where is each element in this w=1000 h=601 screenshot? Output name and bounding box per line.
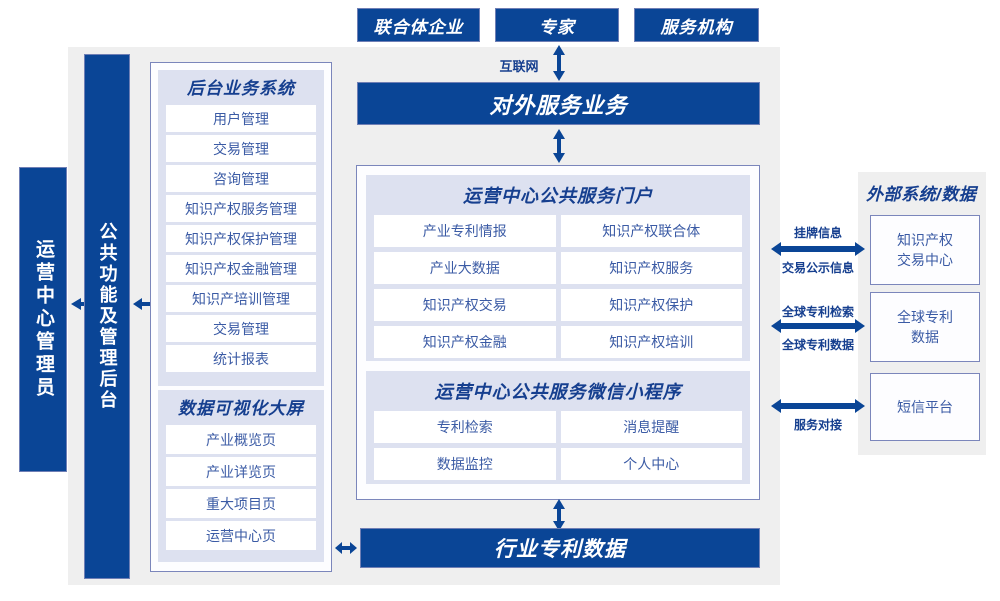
portal-item-3[interactable]: 知识产权服务 (560, 252, 742, 284)
backend-system-item-0[interactable]: 用户管理 (166, 105, 316, 132)
portal-item-0[interactable]: 产业专利情报 (374, 215, 556, 247)
backend-system-item-3[interactable]: 知识产权服务管理 (166, 195, 316, 222)
data-visual-screen-item-0[interactable]: 产业概览页 (166, 425, 316, 454)
data-visual-screen-item-1[interactable]: 产业详览页 (166, 457, 316, 486)
external-card-2[interactable]: 短信平台 (870, 373, 980, 441)
portal-item-5[interactable]: 知识产权保护 (560, 289, 742, 321)
external-card-0[interactable]: 知识产权 交易中心 (870, 215, 980, 285)
backend-system-item-6[interactable]: 知识产培训管理 (166, 285, 316, 312)
public-function-admin-backend-label: 公共功能及管理后台 (97, 222, 118, 411)
top-actor-box-2[interactable]: 服务机构 (634, 8, 759, 42)
portal-panel: 运营中心公共服务门户 产业专利情报知识产权联合体产业大数据知识产权服务知识产权交… (366, 175, 750, 361)
top-actor-box-0[interactable]: 联合体企业 (357, 8, 480, 42)
portal-industry-arrow (550, 498, 568, 532)
miniprogram-item-0[interactable]: 专利检索 (374, 411, 556, 443)
data-visual-screen-list: 产业概览页产业详览页重大项目页运营中心页 (166, 425, 316, 550)
backend-system-panel: 后台业务系统 用户管理交易管理咨询管理知识产权服务管理知识产权保护管理知识产权金… (158, 70, 324, 386)
external-link-arrow-1 (770, 317, 866, 335)
external-card-label: 知识产权 交易中心 (897, 232, 953, 268)
miniprogram-item-3[interactable]: 个人中心 (560, 448, 742, 480)
portal-item-1[interactable]: 知识产权联合体 (560, 215, 742, 247)
internet-arrow (550, 43, 568, 83)
industry-patent-data-bar[interactable]: 行业专利数据 (360, 528, 760, 568)
miniprogram-grid: 专利检索消息提醒数据监控个人中心 (374, 411, 742, 480)
external-link-label-above-1: 全球专利检索 (781, 305, 854, 319)
sidebar-item-operations-center-admin[interactable]: 运营中心管理员 (19, 167, 67, 472)
external-service-bar[interactable]: 对外服务业务 (357, 82, 760, 125)
top-actor-label: 服务机构 (660, 17, 733, 37)
portal-item-6[interactable]: 知识产权金融 (374, 326, 556, 358)
external-link-label-below-1: 全球专利数据 (781, 338, 854, 352)
portal-item-2[interactable]: 产业大数据 (374, 252, 556, 284)
backend-system-title: 后台业务系统 (187, 79, 295, 98)
backend-system-item-1[interactable]: 交易管理 (166, 135, 316, 162)
industry-patent-data-label: 行业专利数据 (494, 538, 626, 561)
top-actor-label: 专家 (539, 17, 575, 37)
backend-system-item-2[interactable]: 咨询管理 (166, 165, 316, 192)
internet-label: 互联网 (499, 59, 539, 74)
data-visual-screen-item-2[interactable]: 重大项目页 (166, 489, 316, 518)
external-card-label: 短信平台 (897, 399, 953, 415)
external-link-label-above-0: 挂牌信息 (793, 226, 842, 240)
service-portal-arrow (550, 128, 568, 164)
sidebar-item-public-function-admin-backend[interactable]: 公共功能及管理后台 (84, 54, 130, 579)
backend-system-item-4[interactable]: 知识产权保护管理 (166, 225, 316, 252)
miniprogram-item-1[interactable]: 消息提醒 (560, 411, 742, 443)
external-card-1[interactable]: 全球专利 数据 (870, 292, 980, 362)
data-visual-screen-item-3[interactable]: 运营中心页 (166, 521, 316, 550)
data-visual-screen-title: 数据可视化大屏 (178, 399, 304, 418)
top-actor-label: 联合体企业 (373, 17, 464, 37)
backend-system-list: 用户管理交易管理咨询管理知识产权服务管理知识产权保护管理知识产权金融管理知识产培… (166, 105, 316, 372)
dataviz-industry-arrow (334, 539, 358, 557)
miniprogram-title: 运营中心公共服务微信小程序 (434, 382, 682, 402)
external-link-label-below-2: 服务对接 (793, 418, 842, 432)
data-visual-screen-panel: 数据可视化大屏 产业概览页产业详览页重大项目页运营中心页 (158, 390, 324, 562)
miniprogram-item-2[interactable]: 数据监控 (374, 448, 556, 480)
operations-center-admin-label: 运营中心管理员 (32, 239, 54, 400)
top-actor-box-1[interactable]: 专家 (495, 8, 619, 42)
external-systems-title: 外部系统/数据 (866, 185, 977, 204)
external-service-bar-label: 对外服务业务 (489, 92, 628, 118)
portal-item-4[interactable]: 知识产权交易 (374, 289, 556, 321)
portal-grid: 产业专利情报知识产权联合体产业大数据知识产权服务知识产权交易知识产权保护知识产权… (374, 215, 742, 358)
external-card-label: 全球专利 数据 (897, 309, 953, 345)
backend-system-item-7[interactable]: 交易管理 (166, 315, 316, 342)
miniprogram-panel: 运营中心公共服务微信小程序 专利检索消息提醒数据监控个人中心 (366, 371, 750, 484)
backend-system-item-8[interactable]: 统计报表 (166, 345, 316, 372)
portal-title: 运营中心公共服务门户 (463, 186, 653, 206)
external-link-label-below-0: 交易公示信息 (781, 261, 854, 275)
external-link-arrow-0 (770, 240, 866, 258)
external-link-arrow-2 (770, 397, 866, 415)
portal-item-7[interactable]: 知识产权培训 (560, 326, 742, 358)
backend-system-item-5[interactable]: 知识产权金融管理 (166, 255, 316, 282)
